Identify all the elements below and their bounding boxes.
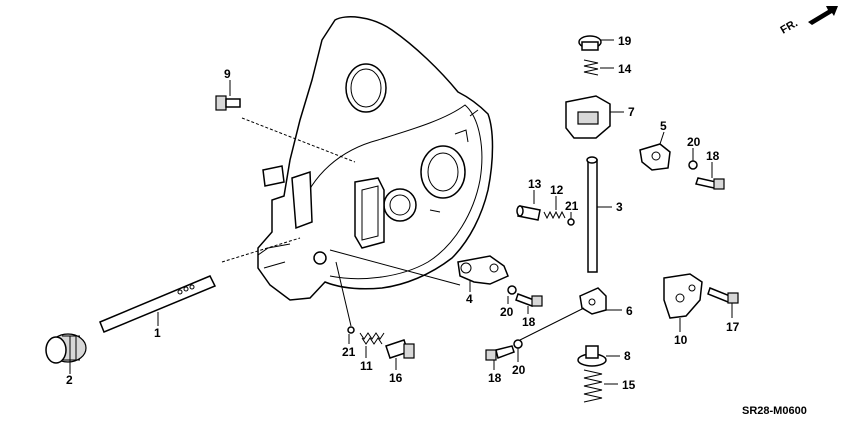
spring-12 [543, 196, 566, 220]
direction-label: FR. [779, 17, 800, 36]
label-part-2: 2 [66, 373, 73, 387]
label-part-11: 11 [360, 359, 373, 373]
plug-19 [578, 35, 614, 51]
label-part-15: 15 [622, 378, 636, 392]
label-part-20-lower: 20 [512, 363, 526, 377]
bolt-18-middle [515, 293, 543, 314]
bolt-18-lower [485, 345, 515, 370]
label-part-6: 6 [626, 304, 633, 318]
ball-21-right [567, 212, 575, 226]
cap-8 [577, 345, 620, 367]
diagram-code: SR28-M0600 [742, 405, 807, 417]
bracket-10 [663, 273, 703, 332]
bolt-9 [215, 80, 241, 111]
label-part-5: 5 [660, 119, 667, 133]
label-part-20-middle: 20 [500, 305, 514, 319]
label-part-13: 13 [528, 177, 542, 191]
label-part-18-middle: 18 [522, 315, 536, 329]
part-labels: 1 2 3 4 5 6 7 8 9 10 11 12 13 14 15 16 1… [66, 34, 740, 392]
label-part-9: 9 [224, 67, 231, 81]
bolt-18-upper [695, 162, 725, 190]
clutch-housing [257, 16, 494, 301]
label-part-21-left: 21 [342, 345, 356, 359]
label-part-4: 4 [466, 292, 473, 306]
leader-dashed-9 [241, 117, 356, 163]
shift-rod-1 [99, 275, 217, 333]
label-part-1: 1 [154, 326, 161, 340]
label-part-7: 7 [628, 105, 635, 119]
ball-21-left [335, 261, 355, 344]
spring-14 [583, 59, 614, 76]
lever-5 [639, 131, 671, 171]
label-part-19: 19 [618, 34, 632, 48]
bolt-17 [707, 287, 739, 318]
label-part-21-right: 21 [565, 199, 579, 213]
bolt-16 [385, 339, 415, 370]
spring-15 [583, 369, 618, 403]
washer-20-lower [513, 339, 523, 362]
label-part-8: 8 [624, 349, 631, 363]
pin-13 [516, 190, 541, 221]
arm-6 [519, 287, 622, 341]
front-direction-indicator: FR. [779, 6, 838, 37]
label-part-12: 12 [550, 183, 564, 197]
bushing-2 [45, 333, 87, 374]
label-part-18-upper: 18 [706, 149, 720, 163]
leader-dashed-1 [221, 237, 301, 263]
label-part-3: 3 [616, 200, 623, 214]
washer-20-upper [688, 148, 698, 170]
label-part-20-upper: 20 [687, 135, 701, 149]
arrow-right-icon [808, 6, 838, 25]
shift-fork-4 [329, 249, 509, 292]
label-part-14: 14 [618, 62, 632, 76]
label-part-18-lower: 18 [488, 371, 502, 385]
label-part-17: 17 [726, 320, 740, 334]
label-part-10: 10 [674, 333, 688, 347]
label-part-16: 16 [389, 371, 403, 385]
washer-20-middle [507, 285, 517, 304]
bracket-7 [565, 95, 624, 139]
spring-11 [359, 332, 385, 358]
shift-shaft-3 [586, 156, 612, 273]
